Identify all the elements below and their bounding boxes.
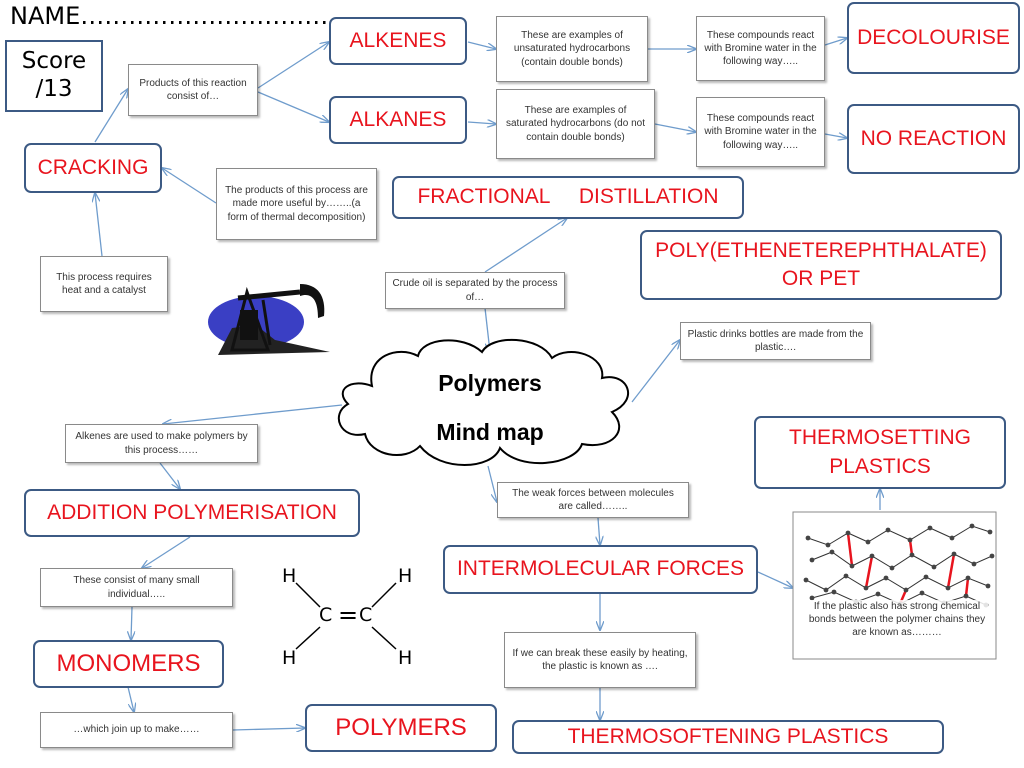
term-pet-line1: POLY(ETHENETEREPHTHALATE) — [655, 238, 987, 262]
term-alkanes: ALKANES — [329, 96, 467, 144]
term-pet-line2: OR PET — [781, 267, 861, 290]
clue-alkenes-bromine: These compounds react with Bromine water… — [696, 16, 825, 81]
center-title-line2: Mind map — [436, 419, 544, 445]
term-cracking: CRACKING — [24, 143, 162, 193]
center-title-line1: Polymers — [438, 370, 542, 396]
term-thermosetting-line1: THERMOSETTING — [789, 426, 971, 450]
score-box: Score /13 — [5, 40, 103, 112]
ethene-h-top-left: H — [282, 565, 297, 587]
term-polymers: POLYMERS — [305, 704, 497, 752]
clue-alkanes-examples: These are examples of saturated hydrocar… — [496, 89, 655, 159]
term-thermosetting-line2: PLASTICS — [829, 454, 931, 478]
ethene-h-bottom-left: H — [282, 647, 297, 669]
ethene-carbon-right: C — [359, 604, 373, 626]
score-total: /13 — [35, 76, 73, 102]
term-intermolecular-forces: INTERMOLECULAR FORCES — [443, 545, 758, 594]
term-pet: POLY(ETHENETEREPHTHALATE) OR PET — [640, 230, 1002, 300]
clue-crude-oil: Crude oil is separated by the process of… — [385, 272, 565, 309]
clue-cracking-products: Products of this reaction consist of… — [128, 64, 258, 116]
clue-alkenes-polymers: Alkenes are used to make polymers by thi… — [65, 424, 258, 463]
ethene-h-top-right: H — [398, 565, 413, 587]
score-label: Score — [21, 48, 87, 75]
clue-alkanes-bromine: These compounds react with Bromine water… — [696, 97, 825, 167]
clue-small-individual: These consist of many small individual….… — [40, 568, 233, 607]
term-thermosetting: THERMOSETTING PLASTICS — [754, 416, 1006, 489]
name-field-label: NAME…………………………… — [10, 2, 345, 30]
ethene-double-bond: = — [338, 601, 359, 629]
ethene-h-bottom-right: H — [398, 647, 413, 669]
clue-process-products: The products of this process are made mo… — [216, 168, 377, 240]
clue-weak-forces: The weak forces between molecules are ca… — [497, 482, 689, 518]
clue-heat-catalyst: This process requires heat and a catalys… — [40, 256, 168, 312]
term-alkenes: ALKENES — [329, 17, 467, 65]
clue-alkenes-examples: These are examples of unsaturated hydroc… — [496, 16, 648, 82]
ethene-carbon-left: C — [319, 604, 333, 626]
term-monomers: MONOMERS — [33, 640, 224, 688]
clue-plastic-bottles: Plastic drinks bottles are made from the… — [680, 322, 871, 360]
clue-break-easily: If we can break these easily by heating,… — [504, 632, 696, 688]
clue-strong-bonds: If the plastic also has strong chemical … — [806, 600, 988, 639]
term-no-reaction: NO REACTION — [847, 104, 1020, 174]
term-decolourise: DECOLOURISE — [847, 2, 1020, 74]
term-thermosoftening-plastics: THERMOSOFTENING PLASTICS — [512, 720, 944, 754]
clue-join-up: …which join up to make…… — [40, 712, 233, 748]
term-fractional-distillation: FRACTIONAL DISTILLATION — [392, 176, 744, 219]
term-addition-polymerisation: ADDITION POLYMERISATION — [24, 489, 360, 537]
